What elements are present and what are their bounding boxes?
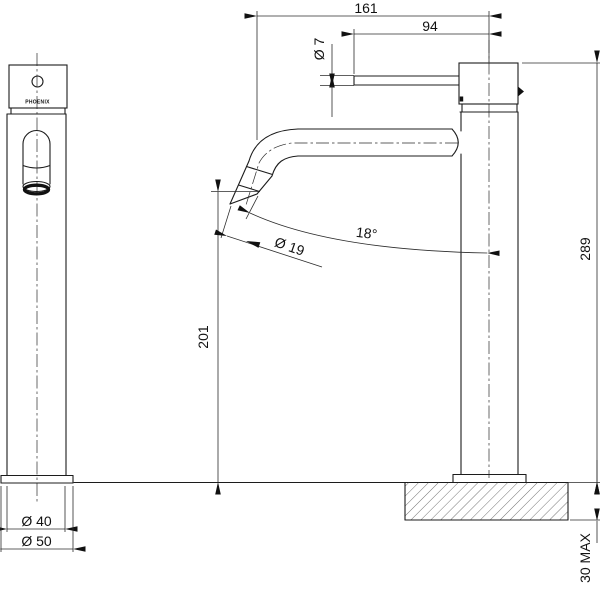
dim-spout-angle: 18° xyxy=(237,205,500,257)
front-spout-top xyxy=(22,129,51,145)
dim-base-dia: Ø 50 xyxy=(0,486,86,552)
bench-hatch xyxy=(405,482,568,520)
dimensions: 161 94 Ø 7 289 30 MAX xyxy=(0,0,600,583)
dim-overall-width: 161 xyxy=(244,0,502,140)
dim-spout-dia: Ø 19 xyxy=(214,195,323,268)
outlet-joint-1 xyxy=(245,165,274,176)
elbow-inner xyxy=(271,155,299,177)
dim-spout-height-label: 201 xyxy=(195,325,211,349)
side-view xyxy=(229,40,527,484)
dim-body-dia: Ø 40 xyxy=(0,486,78,532)
dim-overall-height-label: 289 xyxy=(577,237,593,261)
front-aerator-ring xyxy=(22,183,51,196)
outlet-joint-2 xyxy=(237,184,261,193)
spout-axis-centerline xyxy=(245,142,458,206)
elbow-outer xyxy=(248,128,299,162)
front-button-icon xyxy=(31,75,44,88)
dim-spout-angle-label: 18° xyxy=(355,224,378,242)
side-handle-cap xyxy=(458,62,519,105)
dim-spout-dia-label: Ø 19 xyxy=(273,234,307,259)
dim-handle-dia-label: Ø 7 xyxy=(311,38,327,61)
cap-mark-right xyxy=(518,86,524,97)
dim-body-dia-label: Ø 40 xyxy=(21,513,52,529)
dim-handle-length-label: 94 xyxy=(422,18,438,34)
front-view: PHOENIX xyxy=(0,53,74,503)
spout-root-nose xyxy=(451,128,459,157)
front-outlet-rim xyxy=(22,180,51,193)
dim-bench-thickness: 30 MAX xyxy=(570,460,600,583)
cap-mark-left xyxy=(459,96,464,102)
dim-handle-dia: Ø 7 xyxy=(311,38,354,117)
dim-handle-length: 94 xyxy=(341,18,502,74)
brand-label: PHOENIX xyxy=(25,100,50,106)
dim-spout-height: 201 xyxy=(195,179,258,495)
outlet-edge-left xyxy=(229,160,250,205)
front-spout-joint xyxy=(22,164,51,169)
dim-bench-thickness-label: 30 MAX xyxy=(577,532,593,582)
benchtop xyxy=(73,481,569,521)
dim-base-dia-label: Ø 50 xyxy=(21,533,52,549)
outlet-end-face xyxy=(229,193,258,205)
dim-overall-width-label: 161 xyxy=(354,0,378,16)
dim-overall-height: 289 xyxy=(522,50,600,495)
